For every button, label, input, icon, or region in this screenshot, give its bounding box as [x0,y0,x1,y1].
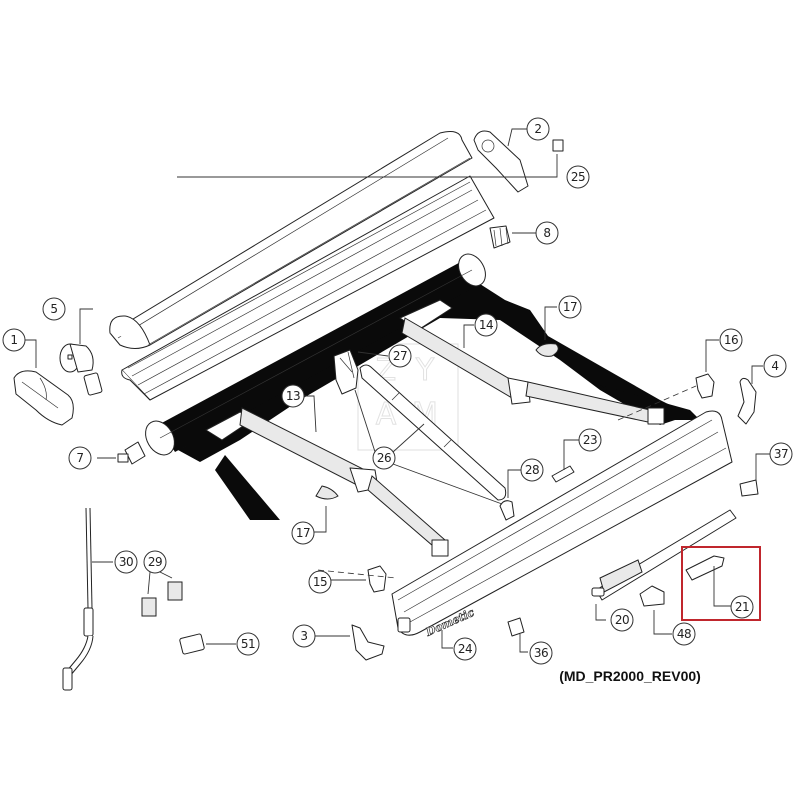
revision-code-label: (MD_PR2000_REV00) [559,668,701,684]
highlight-box [681,546,761,621]
callout-2[interactable]: 2 [526,117,550,141]
elbow-cap-left [315,485,339,500]
callout-21[interactable]: 21 [730,595,754,619]
svg-text:5: 5 [50,302,57,316]
svg-text:13: 13 [286,389,300,403]
callout-24[interactable]: 24 [453,637,477,661]
support-leg [591,509,737,601]
svg-text:1: 1 [10,333,17,347]
svg-text:29: 29 [148,555,162,569]
svg-text:51: 51 [241,637,255,651]
callout-26[interactable]: 26 [372,446,396,470]
svg-text:Y: Y [415,353,435,388]
gearbox [59,343,103,396]
callout-29[interactable]: 29 [143,550,167,574]
callout-17-right[interactable]: 17 [558,295,582,319]
svg-text:2: 2 [534,122,541,136]
callout-8[interactable]: 8 [535,221,559,245]
crank-handle [62,507,94,691]
svg-text:3: 3 [300,629,307,643]
svg-text:7: 7 [76,451,83,465]
roller-plug-right [489,225,511,249]
label-sticker [552,139,564,152]
callout-20[interactable]: 20 [610,608,634,632]
arm-cover-left [367,565,387,593]
svg-text:28: 28 [525,463,539,477]
callout-30[interactable]: 30 [114,550,138,574]
svg-text:36: 36 [534,646,548,660]
callout-7[interactable]: 7 [68,446,92,470]
tension-rafter [359,364,507,501]
callout-1[interactable]: 1 [2,328,26,352]
svg-text:30: 30 [119,555,133,569]
callout-27[interactable]: 27 [388,344,412,368]
roller-plug-left [117,441,146,465]
lock-block [179,633,205,655]
floor-bracket [639,585,665,607]
svg-text:37: 37 [774,447,788,461]
callout-48[interactable]: 48 [672,622,696,646]
top-cover-profile [109,131,473,349]
callout-51[interactable]: 51 [236,632,260,656]
svg-text:15: 15 [313,575,327,589]
callout-37[interactable]: 37 [769,442,793,466]
svg-text:17: 17 [296,526,310,540]
callout-16[interactable]: 16 [719,328,743,352]
callout-4[interactable]: 4 [763,354,787,378]
svg-text:21: 21 [735,600,749,614]
end-cap-right [473,130,529,193]
leg-clip [739,479,759,497]
callout-3[interactable]: 3 [292,624,316,648]
svg-text:16: 16 [724,333,738,347]
front-bar-end-cap-right [737,377,757,425]
svg-text:A: A [376,397,397,432]
svg-text:25: 25 [571,170,585,184]
callouts: 1 2 3 4 5 7 8 13 14 15 16 17 17 20 21 23… [2,117,793,665]
strap-clip [507,617,525,637]
front-bar-slider [551,465,575,483]
callout-25[interactable]: 25 [566,165,590,189]
callout-13[interactable]: 13 [281,384,305,408]
elbow-cap-right [535,343,559,357]
svg-text:27: 27 [393,349,407,363]
callout-23[interactable]: 23 [578,428,602,452]
svg-text:8: 8 [543,226,550,240]
svg-text:17: 17 [563,300,577,314]
svg-text:48: 48 [677,627,691,641]
arm-cover-right [317,373,715,579]
callout-15[interactable]: 15 [308,570,332,594]
svg-text:23: 23 [583,433,597,447]
svg-text:26: 26 [377,451,391,465]
callout-36[interactable]: 36 [529,641,553,665]
svg-text:4: 4 [771,359,778,373]
svg-text:20: 20 [615,613,629,627]
housing-profile [121,175,495,401]
callout-28[interactable]: 28 [520,458,544,482]
end-cap-left [13,370,74,426]
callout-5[interactable]: 5 [42,297,66,321]
leg-slider [685,555,725,581]
arm-right [399,299,665,425]
crank-holder-clips [141,581,183,617]
callout-14[interactable]: 14 [474,313,498,337]
svg-text:24: 24 [458,642,472,656]
callout-17-left[interactable]: 17 [291,521,315,545]
front-bar-end-cap-left [351,624,385,661]
arm-left [205,407,449,557]
front-bar [391,410,733,636]
rafter-bracket [333,349,359,395]
svg-text:14: 14 [479,318,493,332]
